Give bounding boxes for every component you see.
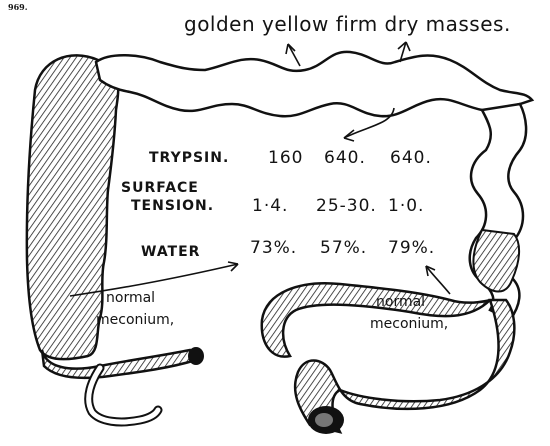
water-value-1: 73%. [250, 238, 297, 258]
annotation-left-line1: normal [106, 290, 155, 306]
tension-value-1: 1·4. [252, 196, 288, 216]
row-label-tension: TENSION. [131, 198, 214, 214]
thin-tube [89, 368, 158, 422]
row-label-surface: SURFACE [121, 180, 199, 196]
transverse-colon [96, 52, 532, 116]
trypsin-value-1: 160 [268, 148, 303, 168]
tension-value-2: 25-30. [316, 196, 377, 216]
tension-value-3: 1·0. [388, 196, 424, 216]
trypsin-value-3: 640. [390, 148, 432, 168]
water-value-2: 57%. [320, 238, 367, 258]
figure-reference: 969. [8, 2, 27, 12]
row-label-water: WATER [141, 244, 200, 260]
annotation-left-line2: meconium, [96, 312, 174, 328]
water-value-3: 79%. [388, 238, 435, 258]
annotation-right-line1: normal [376, 294, 425, 310]
trypsin-value-2: 640. [324, 148, 366, 168]
left-rectum-opening [188, 347, 204, 365]
row-label-trypsin: TRYPSIN. [149, 150, 229, 166]
annotation-right-line2: meconium, [370, 316, 448, 332]
diagram-title: golden yellow firm dry masses. [184, 12, 511, 36]
